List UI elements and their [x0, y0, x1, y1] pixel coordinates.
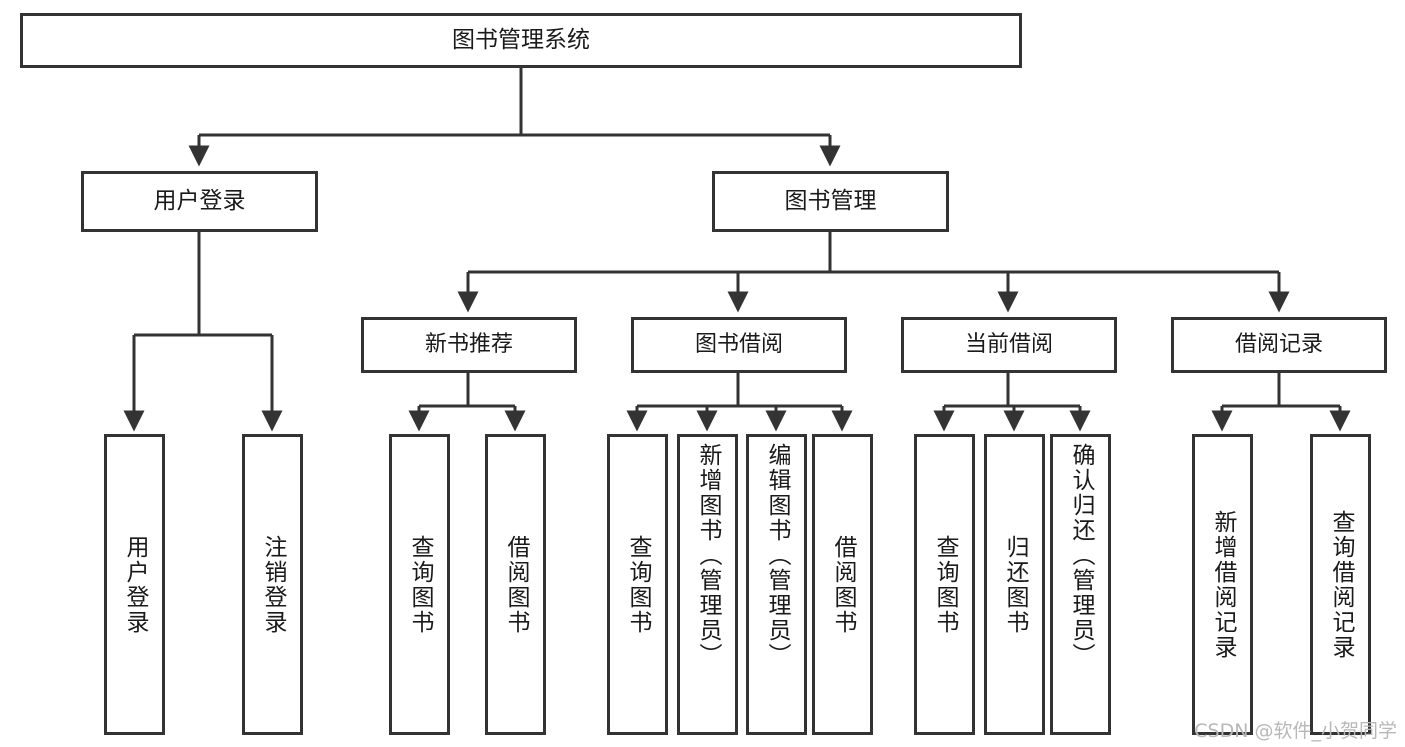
node-book-borrow-label: 图书借阅 — [694, 332, 783, 358]
leaf-user-login-signin[interactable]: 用户登录 — [104, 434, 165, 735]
leaf-borrow-borrow-book[interactable]: 借阅图书 — [812, 434, 873, 735]
leaf-borrow-borrow-book-label: 借阅图书 — [830, 534, 856, 635]
node-book-borrow[interactable]: 图书借阅 — [631, 317, 847, 373]
leaf-new-book-query[interactable]: 查询图书 — [389, 434, 450, 735]
leaf-borrow-query-book[interactable]: 查询图书 — [607, 434, 668, 735]
leaf-current-confirm-return-label: 确认归还（管理员） — [1068, 443, 1094, 668]
leaf-current-query-book-label: 查询图书 — [932, 534, 958, 635]
leaf-new-book-borrow-label: 借阅图书 — [503, 534, 529, 635]
leaf-borrow-query-book-label: 查询图书 — [625, 534, 651, 635]
node-new-book-recommend[interactable]: 新书推荐 — [361, 317, 577, 373]
watermark-text: CSDN @软件_小贺同学 — [1194, 720, 1397, 742]
leaf-record-query[interactable]: 查询借阅记录 — [1310, 434, 1371, 735]
leaf-new-book-borrow[interactable]: 借阅图书 — [485, 434, 546, 735]
leaf-current-confirm-return[interactable]: 确认归还（管理员） — [1050, 434, 1111, 735]
leaf-borrow-add-book-label: 新增图书（管理员） — [695, 443, 721, 668]
node-user-login-label: 用户登录 — [153, 187, 246, 214]
node-root-system-label: 图书管理系统 — [452, 26, 590, 53]
leaf-current-return-book[interactable]: 归还图书 — [984, 434, 1045, 735]
leaf-record-add-label: 新增借阅记录 — [1210, 509, 1236, 660]
leaf-user-login-signout-label: 注销登录 — [260, 534, 286, 635]
leaf-new-book-query-label: 查询图书 — [407, 534, 433, 635]
node-root-system[interactable]: 图书管理系统 — [20, 13, 1022, 68]
leaf-borrow-add-book[interactable]: 新增图书（管理员） — [677, 434, 738, 735]
node-new-book-recommend-label: 新书推荐 — [424, 332, 513, 358]
leaf-user-login-signin-label: 用户登录 — [122, 534, 148, 635]
leaf-current-query-book[interactable]: 查询图书 — [914, 434, 975, 735]
node-current-borrow[interactable]: 当前借阅 — [901, 317, 1117, 373]
node-book-manage[interactable]: 图书管理 — [712, 171, 949, 232]
leaf-current-return-book-label: 归还图书 — [1002, 534, 1028, 635]
node-borrow-record[interactable]: 借阅记录 — [1171, 317, 1387, 373]
node-book-manage-label: 图书管理 — [784, 187, 877, 214]
leaf-record-query-label: 查询借阅记录 — [1328, 509, 1354, 660]
leaf-borrow-edit-book-label: 编辑图书（管理员） — [764, 443, 790, 668]
node-borrow-record-label: 借阅记录 — [1234, 332, 1323, 358]
node-current-borrow-label: 当前借阅 — [964, 332, 1053, 358]
leaf-record-add[interactable]: 新增借阅记录 — [1192, 434, 1253, 735]
leaf-user-login-signout[interactable]: 注销登录 — [242, 434, 303, 735]
node-user-login[interactable]: 用户登录 — [81, 171, 318, 232]
leaf-borrow-edit-book[interactable]: 编辑图书（管理员） — [746, 434, 807, 735]
